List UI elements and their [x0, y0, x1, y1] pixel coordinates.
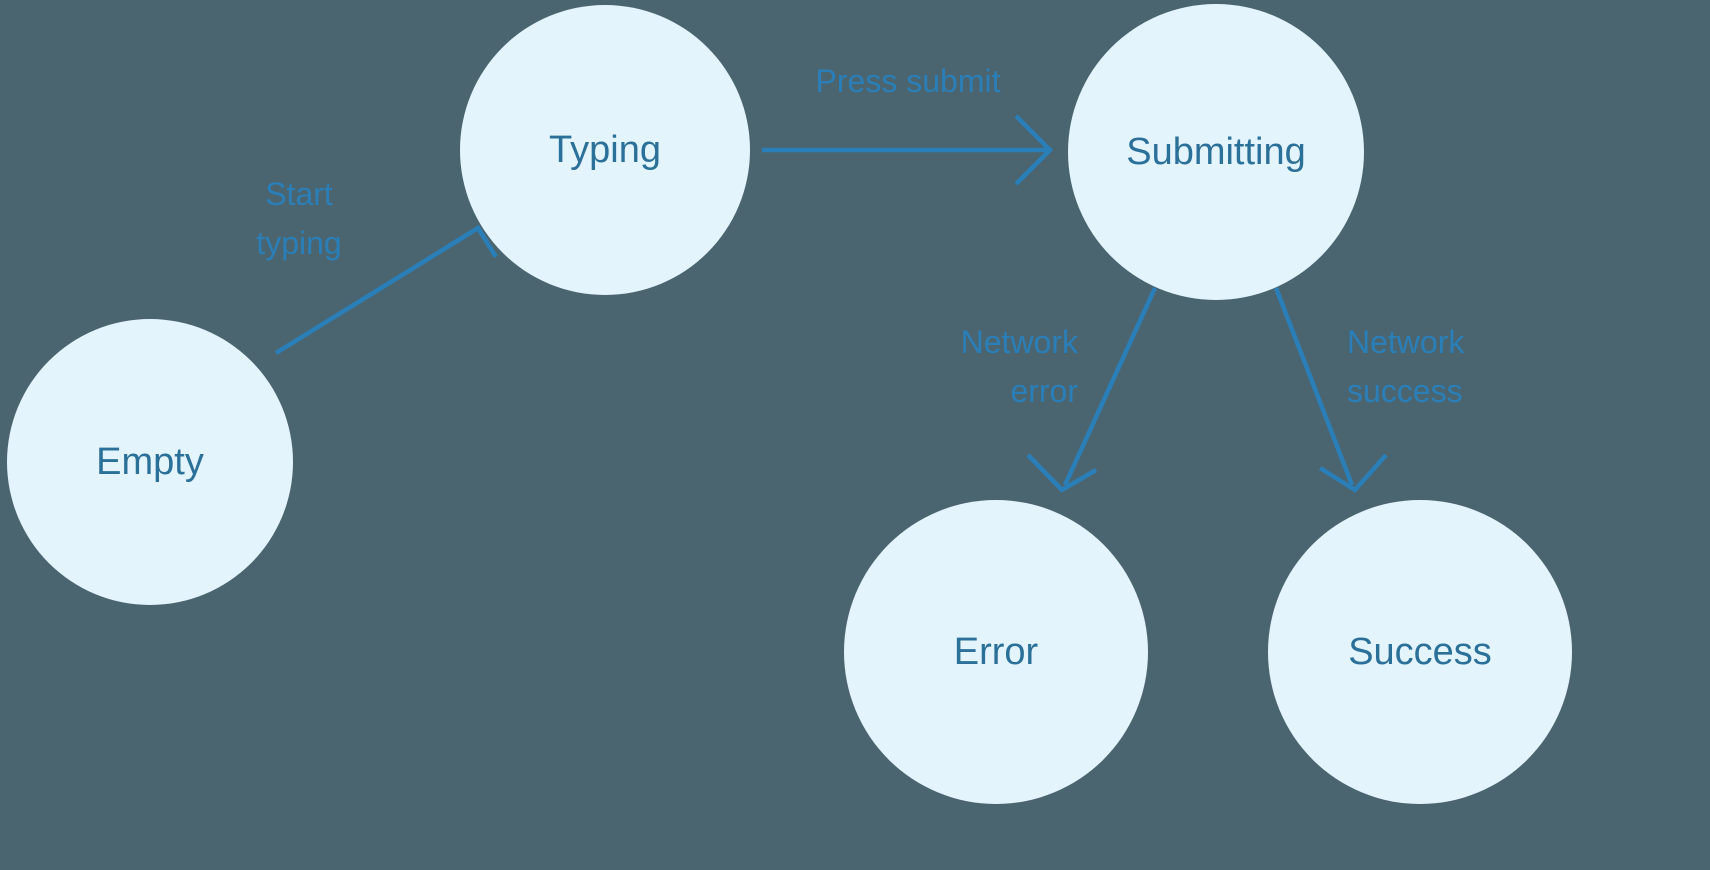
- edge-label-network-success-line-1: Network: [1347, 324, 1465, 360]
- edge-submitting-to-error-arrowhead: [1026, 453, 1098, 493]
- node-success[interactable]: Success: [1268, 500, 1572, 804]
- edge-label-network-success-line-2: success: [1347, 373, 1463, 409]
- edge-label-press-submit: Press submit: [816, 63, 1001, 99]
- node-typing-label: Typing: [549, 129, 661, 171]
- node-error-circle[interactable]: [844, 500, 1148, 804]
- node-success-circle[interactable]: [1268, 500, 1572, 804]
- edge-typing-to-submitting: [762, 114, 1054, 186]
- node-empty-circle[interactable]: [7, 319, 293, 605]
- node-submitting[interactable]: Submitting: [1068, 4, 1364, 300]
- edge-submitting-to-success-line: [1273, 287, 1355, 486]
- edge-submitting-to-success: [1273, 287, 1388, 493]
- node-error-label: Error: [954, 631, 1039, 673]
- node-success-label: Success: [1348, 631, 1492, 673]
- edge-label-network-error: Network error: [961, 324, 1079, 409]
- node-submitting-circle[interactable]: [1068, 4, 1364, 300]
- edge-empty-to-typing-arrowhead: [447, 224, 498, 259]
- edge-submitting-to-success-arrowhead: [1318, 453, 1388, 493]
- node-submitting-label: Submitting: [1126, 131, 1306, 173]
- edge-submitting-to-error-line: [1062, 287, 1158, 486]
- edge-label-network-error-line-1: Network: [961, 324, 1079, 360]
- edge-label-start-typing-line-2: typing: [256, 225, 341, 261]
- node-typing[interactable]: Typing: [460, 5, 750, 295]
- edge-label-start-typing: Start typing: [256, 176, 341, 261]
- node-typing-circle[interactable]: [460, 5, 750, 295]
- edge-empty-to-typing-line: [274, 231, 472, 355]
- edge-typing-to-submitting-arrowhead: [1014, 114, 1054, 186]
- node-empty[interactable]: Empty: [7, 319, 293, 605]
- edge-label-press-submit-line-1: Press submit: [816, 63, 1001, 99]
- edge-submitting-to-error: [1026, 287, 1158, 493]
- node-empty-label: Empty: [96, 441, 204, 483]
- edge-label-network-error-line-2: error: [1010, 373, 1078, 409]
- edge-label-start-typing-line-1: Start: [265, 176, 333, 212]
- edge-empty-to-typing: [274, 224, 498, 355]
- node-error[interactable]: Error: [844, 500, 1148, 804]
- edge-label-network-success: Network success: [1347, 324, 1465, 409]
